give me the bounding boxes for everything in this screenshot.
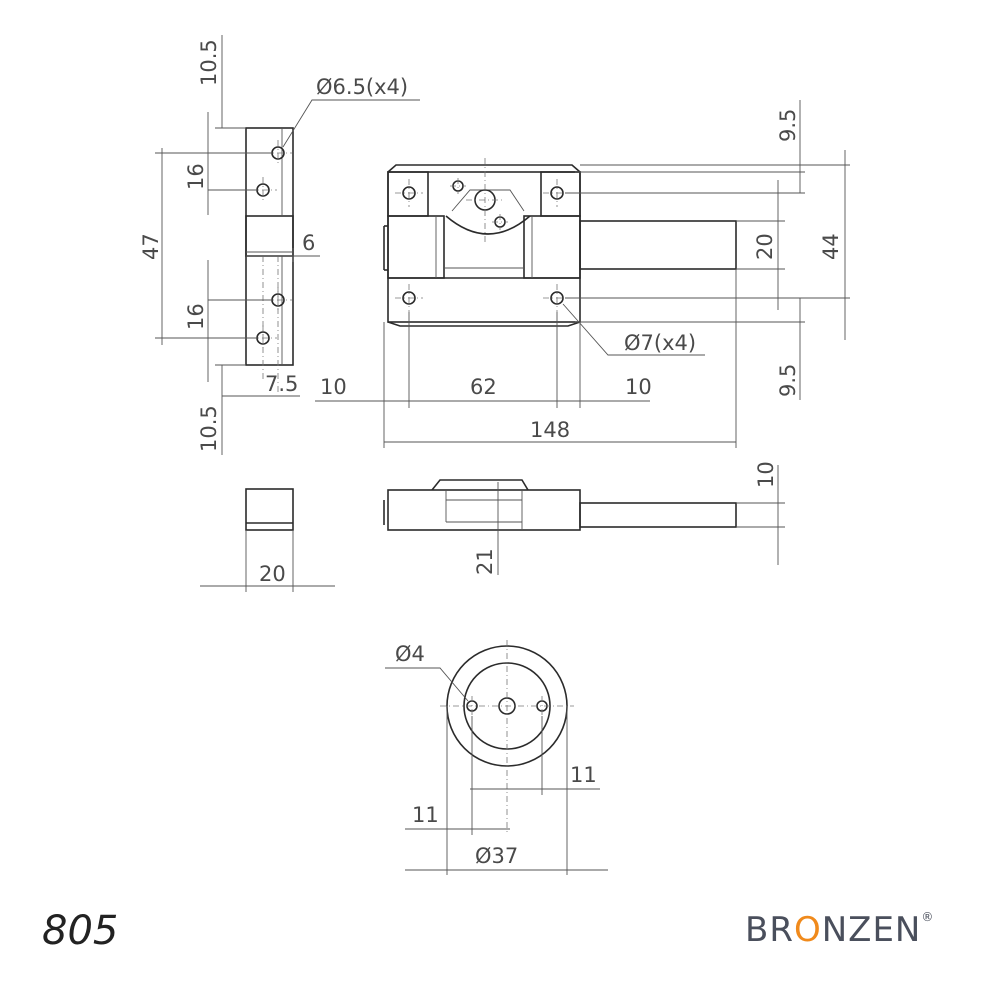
dim-overall-length: 148 — [530, 418, 570, 442]
dim-body-margin-right: 10 — [625, 375, 652, 399]
brand-text-part3: NZEN — [821, 910, 922, 950]
dim-bolt-width: 20 — [753, 233, 777, 260]
latch-body-front-view — [383, 158, 737, 327]
keeper-top-view — [200, 488, 335, 592]
dim-rosette-diameter: Ø37 — [475, 844, 518, 868]
dimension-labels: 10.5 Ø6.5(x4) 16 47 6 16 7.5 10.5 10 62 … — [139, 39, 843, 868]
dim-body-holes: Ø7(x4) — [624, 331, 696, 355]
dim-top-margin-body: 9.5 — [776, 109, 800, 142]
dim-keeper-height: 47 — [139, 233, 163, 260]
dim-keeper-holes: Ø6.5(x4) — [316, 75, 408, 99]
dim-body-depth: 21 — [473, 548, 497, 575]
dim-keeper-hole-spacing-top: 16 — [184, 163, 208, 190]
latch-body-dimension-lines — [315, 100, 850, 448]
dim-keeper-hole-offset: 7.5 — [265, 372, 298, 396]
latch-body-top-view — [383, 465, 785, 575]
dim-rosette-hole-right: 11 — [570, 763, 597, 787]
dim-rosette-hole-left: 11 — [412, 803, 439, 827]
dim-keeper-gap: 6 — [302, 231, 315, 255]
brand-registered-mark: ® — [921, 910, 935, 924]
dim-keeper-hole-spacing-bottom: 16 — [184, 303, 208, 330]
dim-body-height: 44 — [819, 233, 843, 260]
keeper-dimension-lines — [155, 35, 420, 455]
dim-keeper-depth: 20 — [259, 562, 286, 586]
rosette-view — [385, 640, 608, 875]
dim-top-offset-keeper: 10.5 — [197, 39, 221, 86]
dim-body-hole-spacing: 62 — [470, 375, 497, 399]
dim-bottom-offset-keeper: 10.5 — [197, 405, 221, 452]
dim-bottom-margin-body: 9.5 — [776, 364, 800, 397]
brand-logo: BRONZEN® — [745, 910, 934, 950]
dim-body-margin-left: 10 — [320, 375, 347, 399]
brand-text-accent: O — [793, 910, 822, 950]
keeper-front-view — [245, 127, 294, 395]
brand-text-part1: BR — [745, 910, 794, 950]
dim-bolt-thickness: 10 — [754, 461, 778, 488]
dim-rosette-holes: Ø4 — [395, 642, 425, 666]
model-number: 805 — [42, 908, 119, 954]
